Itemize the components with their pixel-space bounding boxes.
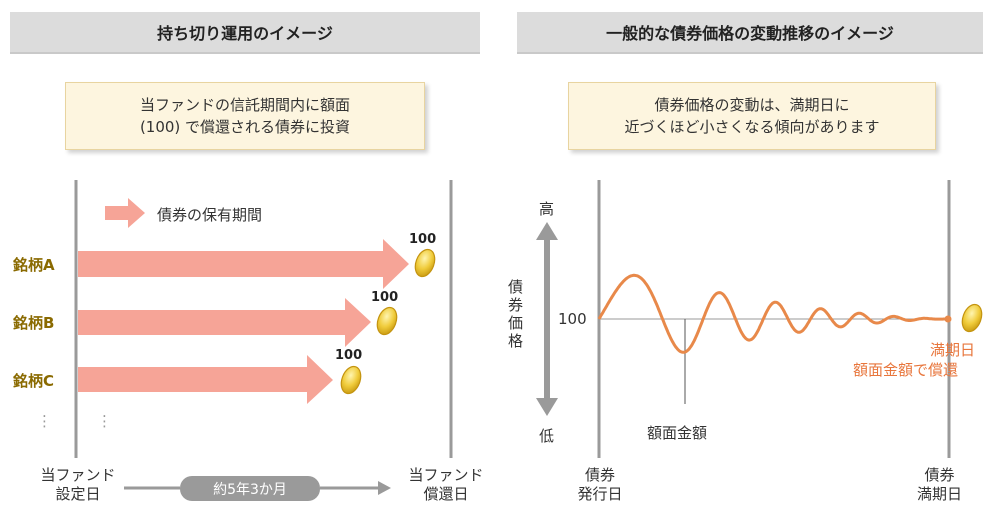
ellipsis-left: ⋮ [37,412,52,430]
axis-down-arrowhead [536,398,558,416]
bond-a-label: 銘柄A [13,256,55,274]
bond-issue-line2: 発行日 [577,485,623,503]
maturity-note: 満期日 額面金額で償還 [845,340,983,380]
fund-start-line2: 設定日 [55,485,101,503]
maturity-note-line2: 額面金額で償還 [853,361,959,379]
duration-arrowhead [378,481,391,495]
left-note-line1: 当ファンドの信託期間内に額面 [139,96,350,114]
right-note-line1: 債券価格の変動は、満期日に [654,96,850,114]
bond-a-arrow [78,239,409,289]
coin-a-icon [414,248,436,278]
face-value-label: 額面金額 [647,424,708,442]
bond-maturity-label: 債券 満期日 [896,466,983,504]
ellipsis-right: ⋮ [97,412,112,430]
bond-c-value: 100 [335,348,363,363]
left-note-box: 当ファンドの信託期間内に額面 (100) で償還される債券に投資 [65,82,425,150]
fund-end-label: 当ファンド 償還日 [398,466,494,504]
fund-end-line2: 償還日 [423,485,469,503]
bond-issue-line1: 債券 [584,466,615,484]
duration-label: 約5年3か月 [213,482,287,498]
maturity-dot [944,315,952,323]
price-wave-line [597,273,949,354]
fund-end-line1: 当ファンド [408,466,484,484]
bond-b-value: 100 [371,290,399,305]
fund-start-label: 当ファンド 設定日 [30,466,126,504]
axis-low-label: 低 [539,427,555,445]
coin-b-icon [376,306,398,336]
bond-maturity-line1: 債券 [924,466,955,484]
left-header: 持ち切り運用のイメージ [10,12,480,52]
duration-pill [180,476,320,501]
right-note-box: 債券価格の変動は、満期日に 近づくほど小さくなる傾向があります [568,82,936,150]
bond-a-value: 100 [409,232,437,247]
bond-c-label: 銘柄C [13,372,55,390]
right-header: 一般的な債券価格の変動推移のイメージ [517,12,983,52]
axis-high-label: 高 [539,200,555,218]
bond-c-arrow [78,355,333,404]
bond-b-arrow [78,298,371,347]
maturity-note-line1: 満期日 [929,341,975,359]
fund-start-line1: 当ファンド [40,466,116,484]
maturity-coin-icon [961,303,983,333]
coin-c-icon [340,365,362,395]
par-value-label: 100 [558,310,587,328]
axis-title: 債券価格 [508,278,526,350]
axis-up-arrowhead [536,222,558,240]
legend-label: 債券の保有期間 [157,206,263,224]
legend-arrow-icon [105,198,145,228]
bond-b-label: 銘柄B [13,314,55,332]
bond-issue-label: 債券 発行日 [552,466,648,504]
bond-maturity-line2: 満期日 [916,485,962,503]
left-note-line2: (100) で償還される債券に投資 [139,118,351,136]
right-note-line2: 近づくほど小さくなる傾向があります [624,118,880,136]
